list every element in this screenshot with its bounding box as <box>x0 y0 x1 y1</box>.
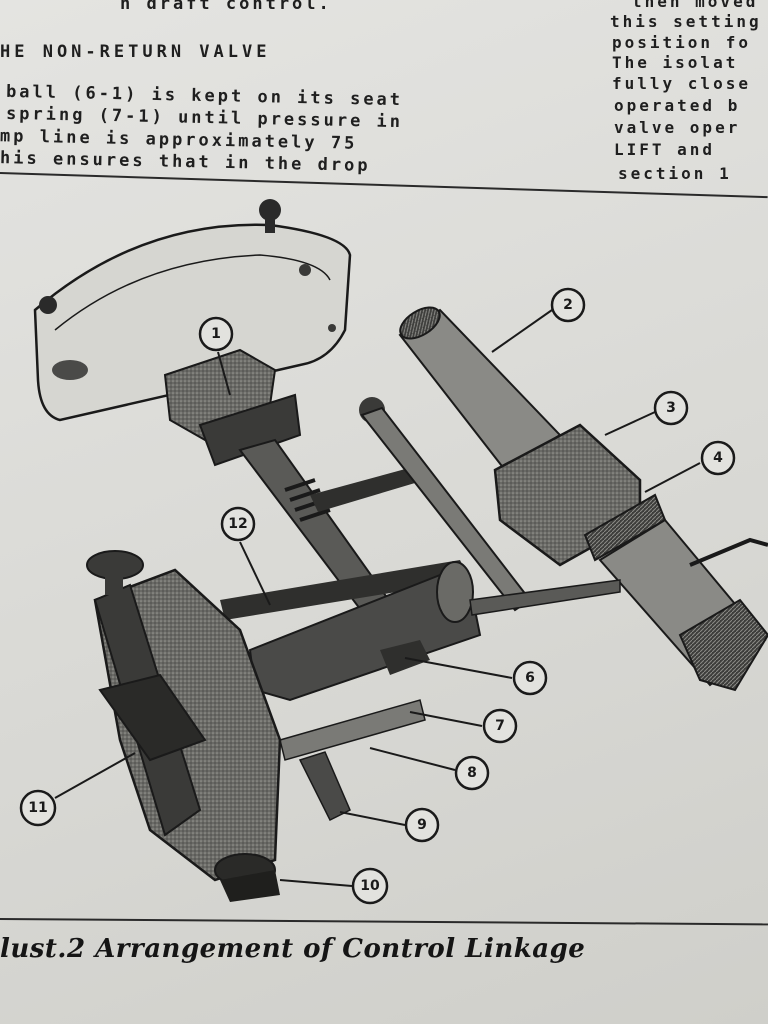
svg-text:3: 3 <box>666 400 676 416</box>
figure-caption: lust.2 Arrangement of Control Linkage <box>0 934 586 964</box>
svg-text:10: 10 <box>360 878 380 894</box>
callout-6: 6 <box>512 660 548 696</box>
svg-text:6: 6 <box>525 670 535 686</box>
leader-3 <box>604 411 656 436</box>
svg-text:1: 1 <box>211 326 221 342</box>
text-line: valve oper <box>614 118 741 137</box>
svg-text:7: 7 <box>495 718 505 734</box>
text-line: this setting <box>610 12 762 31</box>
leader-9 <box>339 811 406 826</box>
caption-rule <box>0 918 768 926</box>
valve-housing <box>86 550 282 902</box>
text-line: fully close <box>612 74 751 93</box>
leader-7 <box>409 711 483 727</box>
leader-2 <box>491 309 553 353</box>
leader-12 <box>239 541 271 606</box>
control-linkage-illustration: 1 2 3 4 6 7 8 9 10 11 12 <box>19 199 768 905</box>
callout-4: 4 <box>700 440 736 476</box>
callout-8: 8 <box>454 755 490 791</box>
callout-7: 7 <box>482 708 518 744</box>
callout-12: 12 <box>220 506 256 542</box>
text-line: operated b <box>614 96 741 115</box>
text-line: The isolat <box>612 53 739 72</box>
text-line: n draft control. <box>120 0 332 14</box>
leader-11 <box>54 752 136 799</box>
callout-3: 3 <box>653 390 689 426</box>
callout-2: 2 <box>550 287 586 323</box>
svg-text:8: 8 <box>467 765 477 781</box>
callout-1: 1 <box>198 316 234 352</box>
control-lever <box>359 397 532 612</box>
svg-text:9: 9 <box>417 817 427 833</box>
leader-8 <box>369 747 456 771</box>
main-shaft <box>398 306 768 692</box>
text-line: LIFT and <box>614 140 716 159</box>
text-line: then moved <box>632 0 759 11</box>
callout-10: 10 <box>351 867 389 905</box>
svg-text:4: 4 <box>713 450 723 466</box>
text-line: section 1 <box>618 164 732 183</box>
svg-text:2: 2 <box>563 297 573 313</box>
leader-6 <box>404 657 513 679</box>
leader-4 <box>644 462 701 493</box>
svg-text:12: 12 <box>228 516 247 532</box>
text-line: position fo <box>612 33 751 52</box>
leader-10 <box>279 879 353 887</box>
cross-shaft-linkage <box>220 560 621 822</box>
section-heading: HE NON-RETURN VALVE <box>0 42 271 62</box>
callout-9: 9 <box>404 807 440 843</box>
leader-1 <box>217 351 231 396</box>
callout-11: 11 <box>19 789 57 827</box>
svg-text:11: 11 <box>28 800 47 816</box>
